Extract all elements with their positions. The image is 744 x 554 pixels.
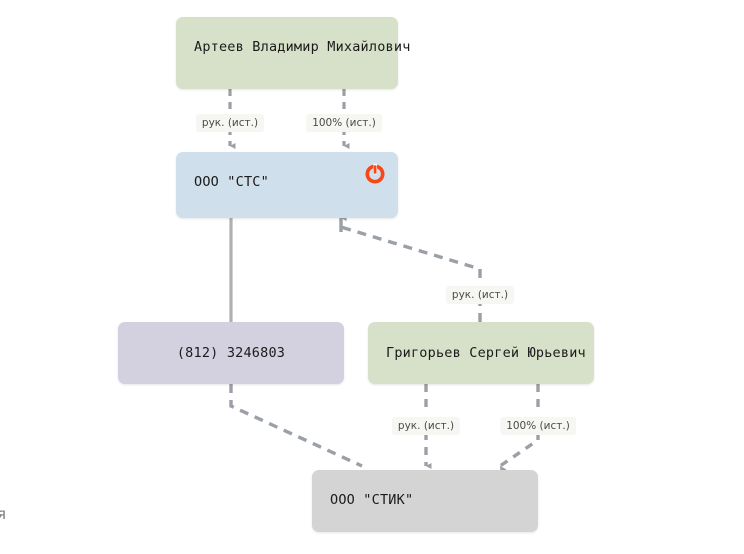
edge-label-text: рук. (ист.) [397,420,455,432]
node-label: Артеев Владимир Михайлович [194,39,411,55]
sberbank-ring-icon [364,163,386,185]
edge-label-text: рук. (ист.) [451,289,509,301]
node-label: (812) 3246803 [176,345,286,361]
edge-label-arteev-sts-share[interactable]: 100% (ист.) [306,114,382,132]
node-person-arteev[interactable]: Артеев Владимир Михайлович [176,17,410,89]
edge-label-grigoryev-stik-head[interactable]: рук. (ист.) [391,417,461,435]
edge-label-grigoryev-sts[interactable]: рук. (ист.) [445,286,515,304]
edge-label-grigoryev-stik-share[interactable]: 100% (ист.) [500,417,576,435]
node-label: ООО "СТИК" [330,492,414,508]
edge-phone-stik [229,384,363,468]
node-label: ООО "СТС" [194,174,269,190]
node-person-grigoryev[interactable]: Григорьев Сергей Юрьевич [368,322,594,384]
clipped-edge-text: я [0,505,7,523]
node-company-stik[interactable]: ООО "СТИК" [312,470,538,532]
edge-label-text: 100% (ист.) [506,420,570,432]
node-phone-number[interactable]: (812) 3246803 [118,322,344,384]
edge-label-arteev-sts-head[interactable]: рук. (ист.) [195,114,265,132]
node-label: Григорьев Сергей Юрьевич [386,345,586,361]
edge-grigoryev-sts [339,214,482,322]
edge-label-text: 100% (ист.) [312,117,376,129]
edge-label-text: рук. (ист.) [201,117,259,129]
node-company-sts[interactable]: ООО "СТС" [176,152,398,218]
